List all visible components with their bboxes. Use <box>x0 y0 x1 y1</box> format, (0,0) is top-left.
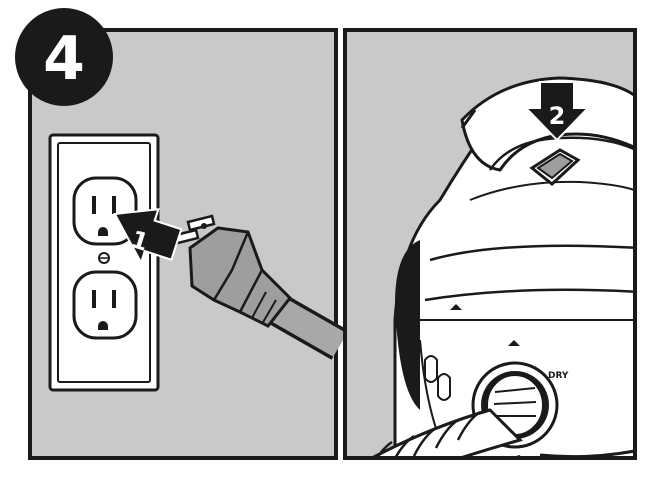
arrow-2-label: 2 <box>549 102 566 130</box>
step-badge: 4 <box>15 8 113 106</box>
step-number: 4 <box>43 24 85 94</box>
dry-label: DRY <box>548 371 569 381</box>
right-panel: DRY 2 <box>345 30 640 485</box>
